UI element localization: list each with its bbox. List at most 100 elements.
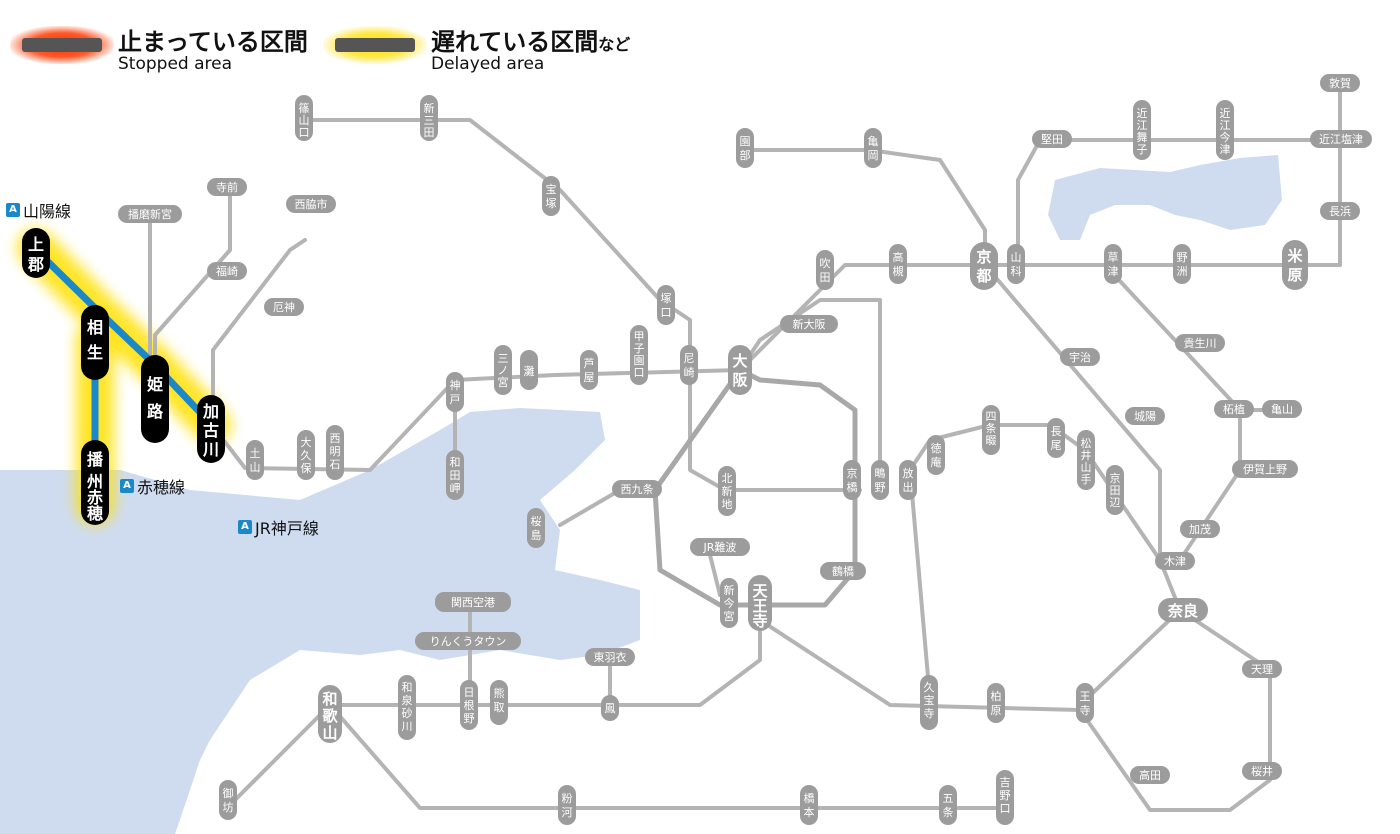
svg-text:近江塩津: 近江塩津	[1319, 132, 1363, 146]
svg-text:井: 井	[1081, 448, 1092, 462]
svg-text:田: 田	[450, 469, 461, 482]
svg-text:熊: 熊	[494, 686, 505, 700]
svg-text:柏: 柏	[991, 689, 1002, 703]
svg-text:山: 山	[299, 114, 310, 127]
svg-text:州: 州	[86, 472, 103, 491]
major-stations	[22, 228, 225, 525]
svg-text:西: 西	[330, 432, 341, 445]
svg-text:山: 山	[250, 461, 261, 474]
svg-text:阪: 阪	[732, 371, 748, 389]
svg-text:粉: 粉	[562, 792, 573, 805]
svg-text:川: 川	[202, 440, 219, 459]
svg-text:王: 王	[752, 597, 767, 615]
svg-text:厄神: 厄神	[273, 300, 295, 314]
svg-text:天理: 天理	[1251, 663, 1273, 676]
svg-text:三: 三	[424, 114, 435, 127]
svg-text:川: 川	[402, 720, 413, 733]
svg-text:大: 大	[732, 352, 747, 370]
svg-text:屋: 屋	[584, 371, 595, 384]
svg-text:亀山: 亀山	[1271, 402, 1293, 416]
svg-text:園: 園	[634, 354, 645, 367]
svg-text:五: 五	[943, 792, 954, 805]
svg-text:和: 和	[402, 681, 413, 694]
svg-text:塚: 塚	[546, 197, 557, 210]
svg-text:天: 天	[752, 582, 768, 600]
svg-text:江: 江	[1137, 119, 1148, 132]
hub-station-labels: 大阪 京都 米原 天王寺 和歌山 奈良	[322, 247, 1303, 742]
svg-text:長浜: 長浜	[1329, 205, 1351, 218]
svg-text:生: 生	[87, 343, 103, 362]
legend-stopped-en: Stopped area	[118, 54, 233, 74]
svg-text:明: 明	[330, 445, 341, 458]
svg-text:京: 京	[847, 466, 858, 480]
svg-text:福崎: 福崎	[216, 264, 238, 278]
svg-text:砂: 砂	[402, 707, 413, 720]
svg-text:宝: 宝	[924, 693, 935, 707]
svg-text:橋: 橋	[847, 480, 858, 494]
svg-text:加: 加	[202, 402, 219, 421]
svg-text:伊賀上野: 伊賀上野	[1243, 463, 1287, 476]
svg-text:宝: 宝	[546, 182, 557, 196]
svg-text:吹: 吹	[820, 257, 831, 270]
svg-text:放: 放	[903, 466, 914, 480]
line-name: 山陽線	[23, 202, 72, 221]
svg-text:橋: 橋	[804, 791, 815, 805]
hub-stations	[318, 240, 1308, 743]
svg-text:高: 高	[893, 250, 904, 264]
svg-text:京: 京	[976, 248, 991, 266]
svg-text:都: 都	[975, 267, 991, 285]
svg-text:播: 播	[87, 450, 104, 469]
station-sasayamaguchi: 篠	[299, 101, 310, 115]
svg-text:宮: 宮	[498, 375, 509, 389]
stopped-bar	[22, 38, 102, 52]
svg-text:亀: 亀	[868, 134, 879, 148]
svg-text:大: 大	[301, 435, 312, 449]
svg-text:科: 科	[1011, 264, 1022, 278]
biwa-lake	[1048, 155, 1282, 240]
svg-text:堅田: 堅田	[1041, 133, 1063, 146]
svg-text:松: 松	[1081, 436, 1092, 450]
svg-text:ノ: ノ	[498, 364, 509, 377]
svg-text:口: 口	[634, 366, 645, 379]
svg-text:尾: 尾	[1051, 439, 1062, 452]
svg-text:槻: 槻	[893, 265, 904, 278]
svg-text:宮: 宮	[724, 609, 735, 623]
svg-text:取: 取	[494, 701, 505, 714]
svg-text:新大阪: 新大阪	[793, 317, 826, 331]
svg-text:田: 田	[820, 271, 831, 284]
svg-text:畷: 畷	[986, 434, 997, 447]
svg-text:口: 口	[299, 126, 310, 139]
svg-text:田: 田	[1110, 484, 1121, 497]
svg-text:口: 口	[661, 306, 672, 319]
svg-text:野: 野	[1000, 789, 1011, 802]
svg-text:米: 米	[1287, 247, 1303, 265]
svg-text:柘植: 柘植	[1223, 402, 1245, 416]
osaka-bay	[0, 408, 640, 834]
delayed-bar	[335, 38, 415, 52]
svg-text:新: 新	[724, 583, 735, 597]
svg-text:舞: 舞	[1137, 131, 1148, 144]
svg-text:久: 久	[924, 681, 935, 694]
line-badge-icon: A	[120, 479, 134, 493]
svg-text:北: 北	[722, 472, 733, 485]
svg-text:寺前: 寺前	[216, 180, 238, 194]
svg-text:江: 江	[1220, 119, 1231, 132]
svg-text:根: 根	[464, 698, 475, 712]
svg-text:JR難波: JR難波	[703, 541, 737, 554]
svg-text:田: 田	[424, 126, 435, 139]
svg-text:城陽: 城陽	[1134, 410, 1156, 423]
minor-stations	[118, 74, 1372, 825]
svg-text:条: 条	[943, 805, 954, 819]
line-badge-icon: A	[6, 203, 20, 217]
svg-text:甲: 甲	[634, 330, 645, 343]
svg-text:徳: 徳	[931, 442, 942, 455]
svg-text:坊: 坊	[223, 800, 234, 814]
svg-text:関西空港: 関西空港	[451, 595, 495, 609]
svg-text:山: 山	[1011, 251, 1022, 264]
svg-text:上: 上	[28, 235, 44, 254]
svg-text:出: 出	[903, 480, 914, 494]
